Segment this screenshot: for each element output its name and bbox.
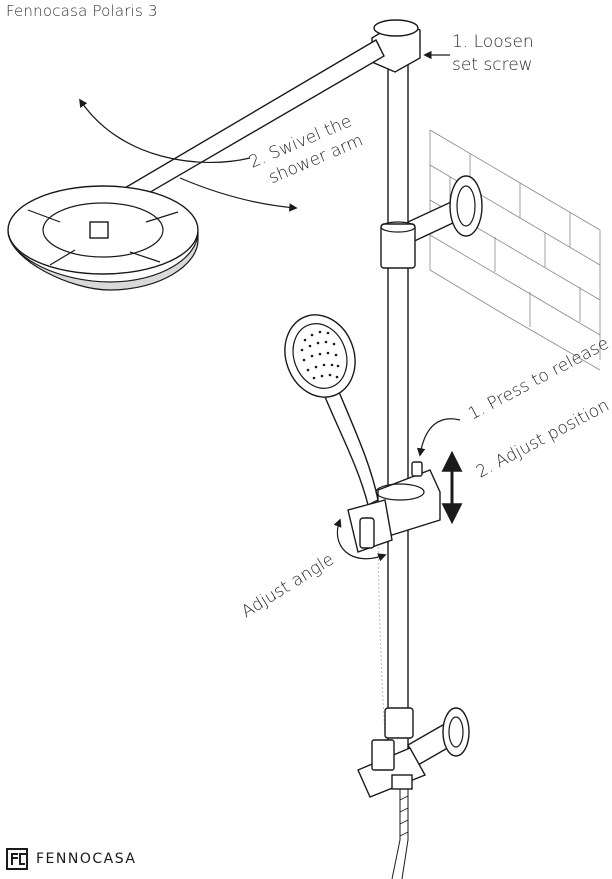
angle-arrow (333, 518, 387, 562)
annotation-arrows (79, 50, 463, 562)
brand-name: FENNOCASA (36, 851, 137, 867)
hand-shower (284, 314, 379, 507)
swivel-arrow-down (179, 177, 298, 212)
wall-tiles (429, 129, 601, 371)
riser-pipe (387, 54, 409, 776)
loosen-label-2: set screw (452, 55, 533, 75)
mixer (357, 707, 470, 798)
brand-footer: FENNOCASA (6, 848, 136, 870)
adjust-angle-label: Adjust angle (238, 550, 338, 623)
swivel-arrow-up (79, 98, 251, 163)
fennocasa-logo-icon (6, 848, 28, 870)
loosen-label-1: 1. Loosen (452, 32, 534, 52)
wall-bracket-upper (380, 175, 483, 269)
product-title: Fennocasa Polaris 3 (6, 2, 158, 20)
press-arrow (416, 418, 461, 457)
shower-head (7, 185, 199, 291)
